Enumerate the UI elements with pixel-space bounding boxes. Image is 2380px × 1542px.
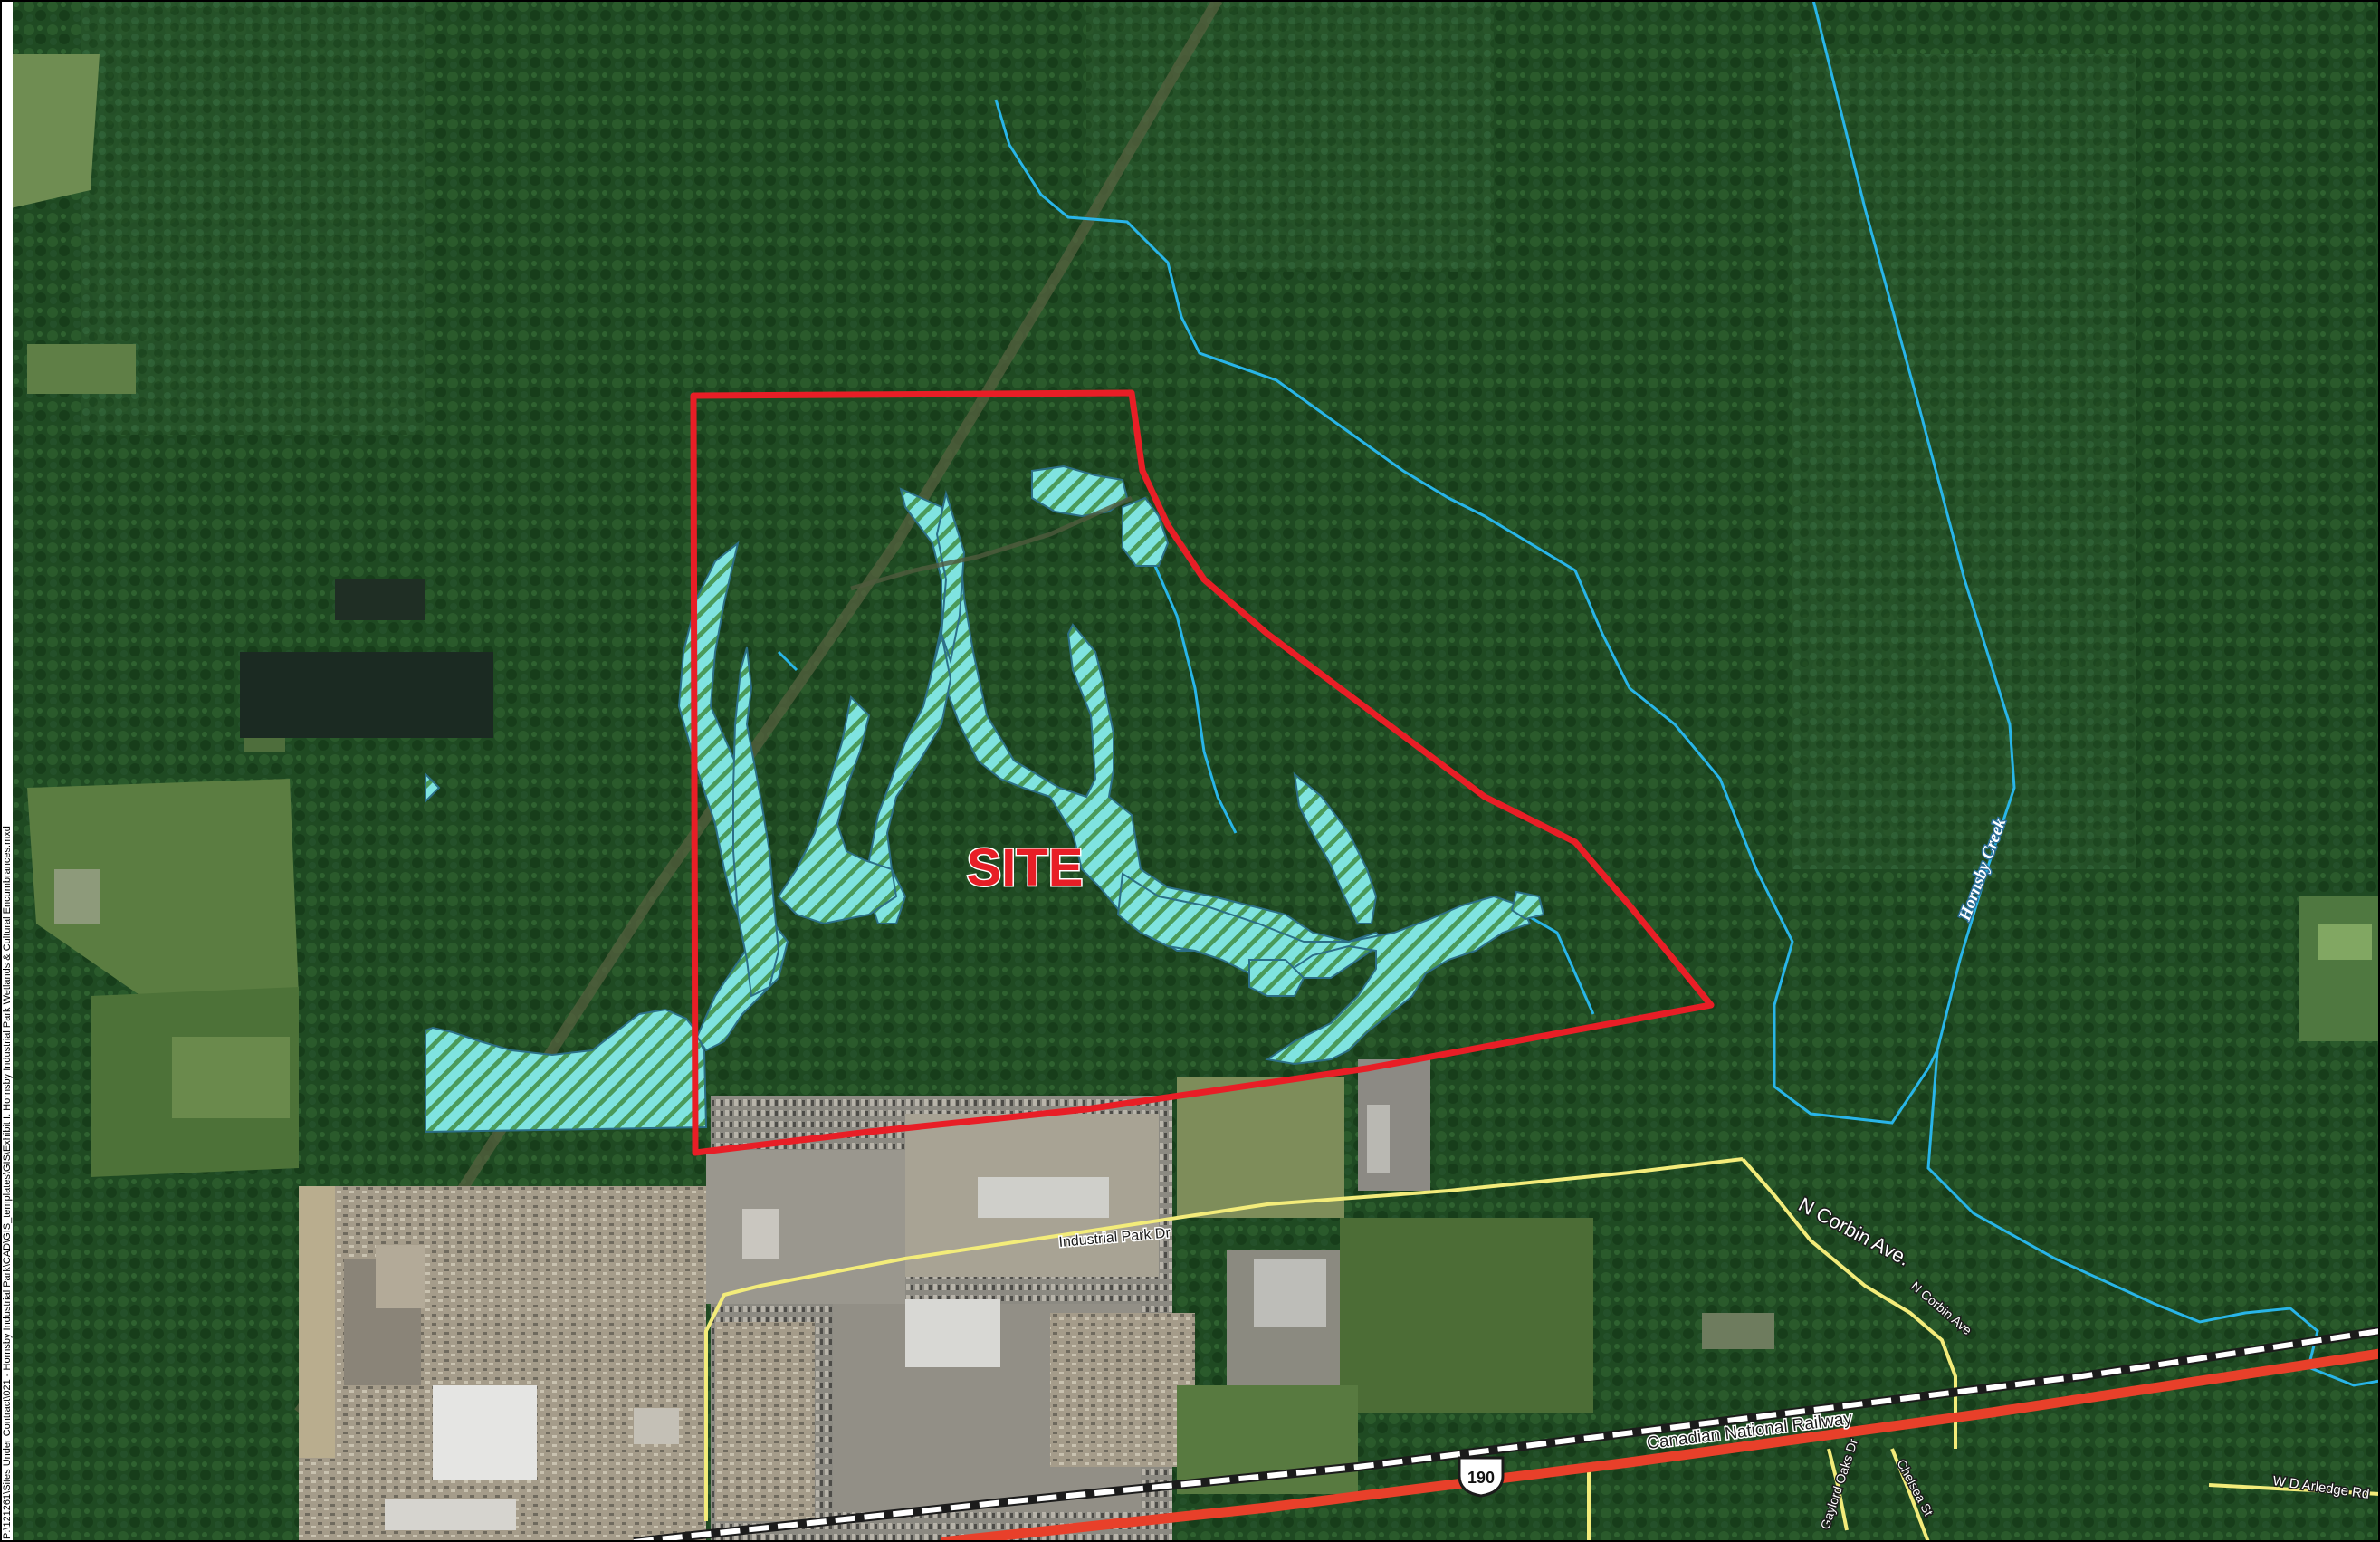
hornsby-creek-line [1811,0,2380,1387]
wetland-finger-far-west [732,646,780,998]
wetland-west-bottom [425,1008,708,1134]
tributary-west-line [994,99,1939,1125]
industrial-west [299,1186,706,1542]
highway-190 [941,1348,2380,1542]
wetlands [425,465,1545,1134]
site-drain-1 [1143,542,1238,834]
highway-shield-number: 190 [1467,1469,1495,1487]
wd-arledge-line [2208,1483,2380,1496]
site-boundary [690,389,1715,1156]
ponds [240,579,493,738]
wetland-central-left [868,633,952,924]
wetland-northeast-finger [1293,771,1378,924]
local-roads [704,1157,2380,1542]
highway-shield: 190 [1458,1456,1505,1498]
site-trail [850,495,1133,591]
west-clearings [11,54,299,1177]
wetland-far-finger [935,490,966,665]
chelsea-st-line [1890,1448,1930,1542]
site-drain-3 [777,650,798,672]
site-label: SITE [967,838,1084,897]
path-label-strip [0,0,13,1542]
railway [633,1327,2380,1542]
wetland-small-ne [1510,890,1545,921]
industrial-park-dr-line [704,1157,1744,1521]
file-path-label: P:\121261\Sites Under Contract\021 - Hor… [2,826,13,1539]
wetland-site-edge-west [425,771,441,804]
wetland-south-bay [1248,959,1305,997]
gaylord-oaks-line [1827,1448,1849,1531]
forest-patches [81,0,2136,869]
wetland-center-south [777,694,898,925]
n-corbin-ave-line [1741,1157,1957,1449]
east-residential [1702,896,2380,1349]
wetland-northeast-blob [1122,496,1170,567]
